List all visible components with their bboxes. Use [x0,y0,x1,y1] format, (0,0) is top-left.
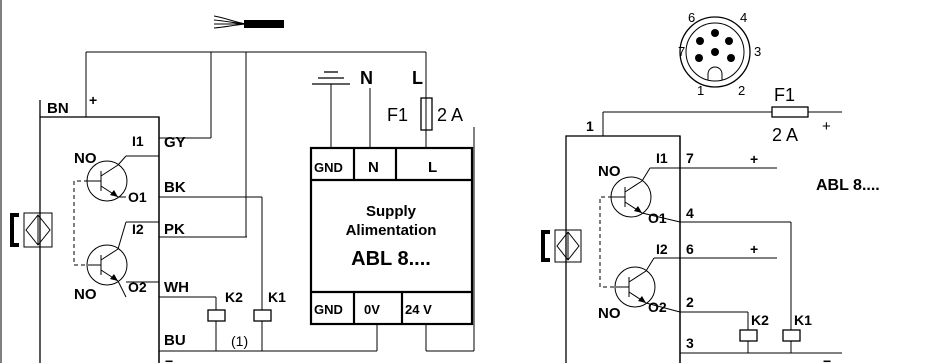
terminal-bk-label: BK [164,179,186,196]
fuse-f1-symbol-right [771,106,809,118]
transistor-2-symbol-right [614,257,681,313]
mains-l-label: L [412,68,423,88]
o1-label-right: O1 [648,210,667,226]
pin-6-plus: + [750,241,758,257]
pin-6-label: 6 [688,10,695,25]
relay-k2-label: K2 [225,289,243,305]
cable-icon [213,15,284,29]
terminal-bn-label: BN [47,100,69,117]
transistor-2-symbol [86,221,128,298]
relay-k1-symbol [253,197,272,351]
pin-2-label: 2 [738,83,745,98]
terminal-plus-label: + [89,92,97,108]
fuse-f1-label: F1 [387,105,408,125]
pin-6-terminal: 6 [686,241,694,257]
o2-label-right: O2 [648,299,667,315]
supply-gnd-top: GND [314,160,343,175]
terminal-minus-label: − [165,353,173,363]
right-schematic: 6 4 7 3 1 2 F1 2 A + 1 ABL 8.... 7 + 4 6… [541,10,880,363]
pin-1-terminal: 1 [586,118,594,134]
minus-right: − [823,353,831,363]
coupling-dash [73,180,88,266]
supply-l-top: L [428,159,437,176]
i2-label: I2 [132,221,144,237]
coupling-dash-right [599,196,616,288]
i2-label-right: I2 [656,241,668,257]
sensor-body [39,116,160,363]
supply-model-label: ABL 8.... [351,248,431,270]
supply-ref-label: ABL 8.... [816,177,880,194]
pin-2-terminal: 2 [686,294,694,310]
relay-k2-label-right: K2 [751,312,769,328]
pin-3-label: 3 [754,44,761,59]
no1-label: NO [74,150,97,167]
o1-label: O1 [128,189,147,205]
no2-label-right: NO [598,305,621,322]
proximity-target-icon-right [541,229,582,263]
supply-n-top: N [368,159,379,176]
terminal-bu-label: BU [164,332,186,349]
relay-k1-label: K1 [268,289,286,305]
i1-label-right: I1 [656,150,668,166]
m12-connector-icon [679,16,751,88]
supply-24v-label: 24 V [405,302,432,317]
pin-4-label: 4 [740,10,747,25]
relay-k1-label-right: K1 [794,312,812,328]
fuse-rating-right: 2 A [772,125,798,145]
supply-0v-label: 0V [364,302,380,317]
sensor-body-right [565,135,681,363]
relay-note-label: (1) [231,333,248,349]
o2-label: O2 [128,279,147,295]
proximity-target-icon [10,212,53,248]
pin-7-terminal: 7 [686,150,694,166]
mains-n-label: N [360,68,373,88]
i1-label: I1 [132,133,144,149]
supply-gnd-bottom: GND [314,302,343,317]
pin-7-plus: + [750,151,758,167]
terminal-pk-label: PK [164,221,185,238]
pin-4-terminal: 4 [686,205,694,221]
relay-k2-symbol-right [739,312,758,353]
relay-k2-symbol [207,297,226,351]
pin-1-label: 1 [697,83,704,98]
no2-label: NO [74,286,97,303]
no1-label-right: NO [598,163,621,180]
terminal-wh-label: WH [164,279,189,296]
earth-symbol [312,71,350,148]
supply-unit: GND N L Supply Alimentation ABL 8.... GN… [309,146,474,326]
supply-title-line1: Supply [366,203,417,220]
pin-7-label: 7 [678,44,685,59]
fuse-f1-label-right: F1 [774,85,795,105]
left-schematic: BN + GY BK PK WH BU − I1 O1 I2 O2 NO NO [0,0,475,363]
pin-3-terminal: 3 [686,335,694,351]
terminal-gy-label: GY [164,134,186,151]
transistor-1-symbol-right [610,167,681,223]
supply-plus-right: + [822,118,831,135]
supply-title-line2: Alimentation [346,222,437,239]
relay-k1-symbol-right [782,222,801,353]
fuse-rating-label: 2 A [437,105,463,125]
